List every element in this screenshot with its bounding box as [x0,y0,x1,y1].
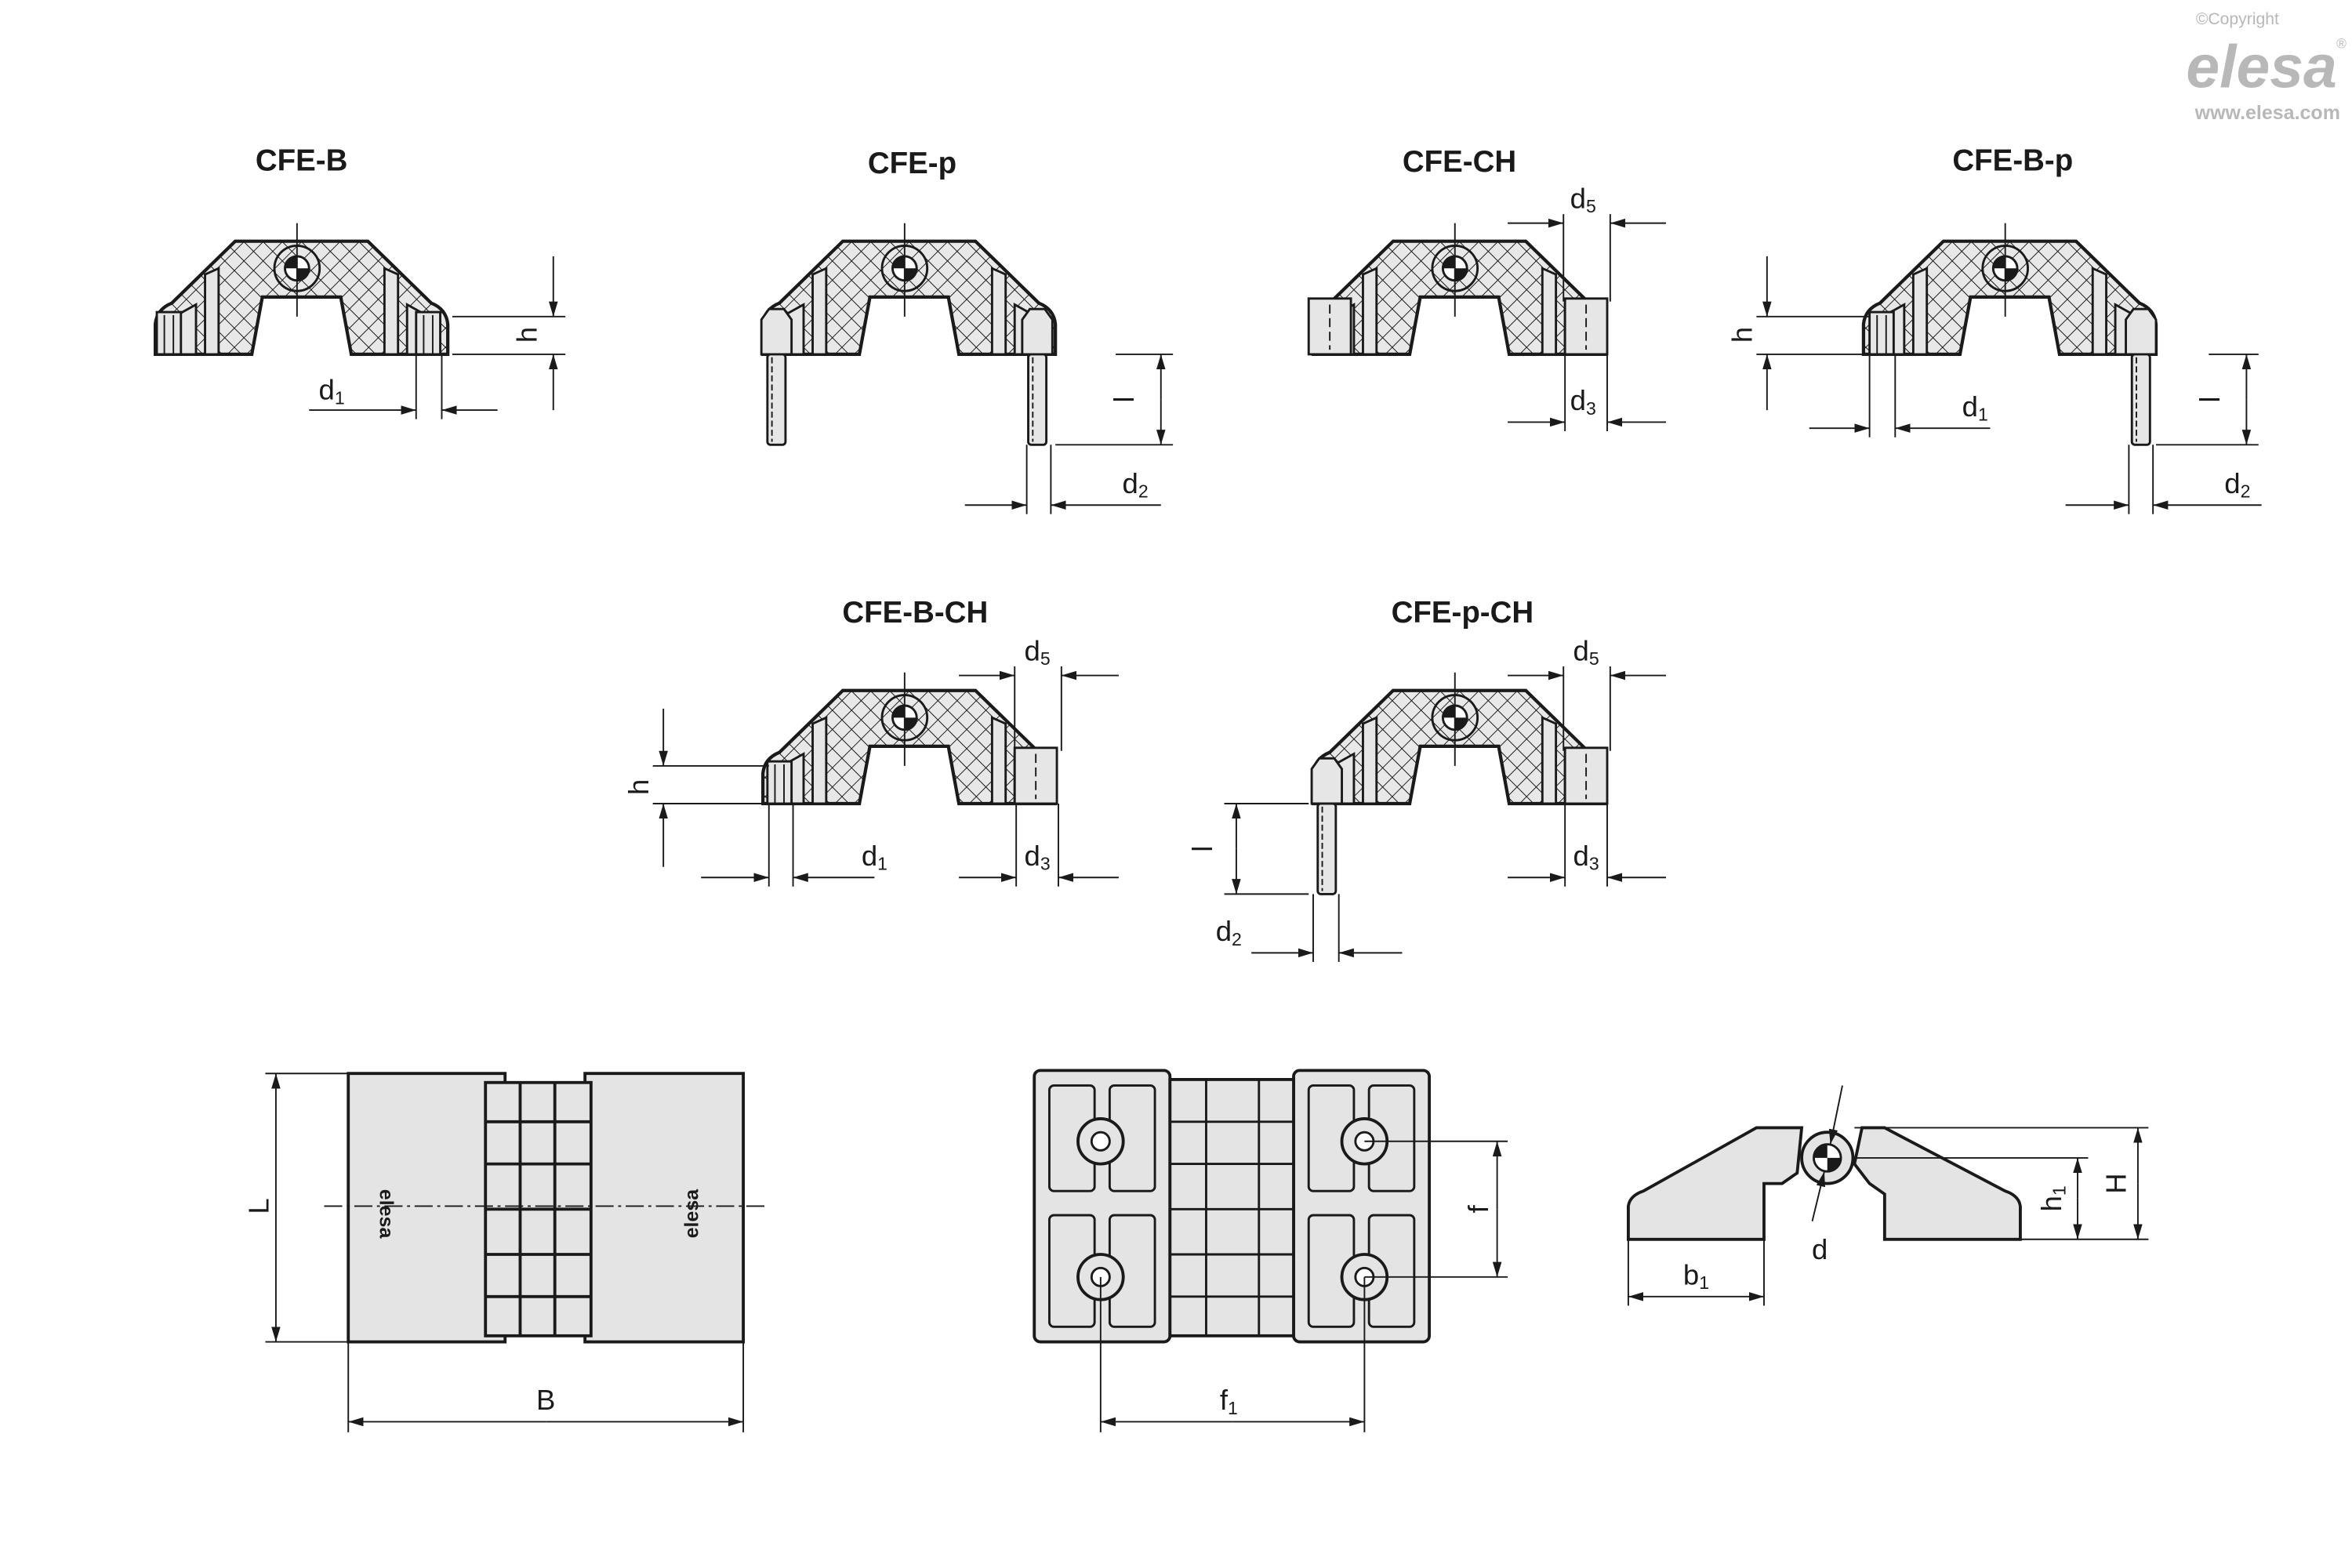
variant-cfe-ch: CFE-CH d5 d3 [1307,145,1666,431]
svg-text:B: B [536,1384,555,1416]
svg-text:d5: d5 [1025,634,1051,669]
svg-text:f1: f1 [1220,1384,1238,1418]
dimension-d1: d1 [701,804,887,887]
dimension-f: f [1364,1140,1508,1278]
variant-cfe-b-p: CFE-B-p h d1 l d2 [1726,143,2262,514]
svg-text:d5: d5 [1570,182,1596,216]
svg-text:d5: d5 [1573,634,1599,669]
dimension-d5: d5 [1508,634,1666,751]
dimension-f1: f1 [1099,1276,1366,1432]
variant-title: CFE-B-p [1952,143,2073,177]
website-url: www.elesa.com [2194,102,2340,124]
hinge-front-view: elesa elesa L B [242,1072,769,1432]
dimension-d5: d5 [1508,182,1666,302]
variant-title: CFE-p [868,147,956,180]
svg-text:h: h [622,779,655,795]
dimension-h: h [622,708,769,867]
copyright-text: ©Copyright [2196,10,2279,28]
dimension-B: B [347,1341,745,1432]
dimension-d1: d1 [309,354,498,419]
dimension-d2: d2 [964,445,1161,514]
variant-cfe-p-ch: CFE-p-CH l d2 d5 d3 [1186,596,1666,962]
elesa-watermark-logo: ©Copyright elesa ® www.elesa.com [2186,10,2347,124]
svg-text:d3: d3 [1573,840,1599,874]
svg-text:l: l [2194,397,2226,403]
variant-cfe-b-ch: CFE-B-CH h d1 d5 d3 [622,596,1119,887]
dimension-d3: d3 [1508,804,1666,887]
dimension-d2: d2 [1216,894,1403,962]
dimension-d3: d3 [959,804,1119,887]
elesa-marking: elesa [376,1189,397,1240]
brand-logo: elesa [2186,34,2336,101]
svg-text:d2: d2 [1216,915,1242,949]
dimension-d1: d1 [1809,354,1991,437]
dimension-h: h [1726,256,1870,411]
dimension-h1: h1 [1854,1156,2149,1240]
variant-title: CFE-B [256,143,347,177]
hinge-side-view: d h1 H b1 [1627,1085,2149,1306]
elesa-marking: elesa [681,1189,702,1239]
svg-text:d3: d3 [1570,384,1596,419]
dimension-d: d [1811,1085,1843,1265]
variant-title: CFE-p-CH [1392,596,1534,630]
hinge-rear-view: f f1 [1033,1069,1508,1432]
svg-text:d3: d3 [1025,840,1051,874]
svg-text:d2: d2 [2224,467,2250,502]
dimension-H: H [1854,1127,2149,1240]
dimension-d5: d5 [959,634,1119,751]
dimension-b1: b1 [1627,1239,1765,1306]
svg-text:l: l [1108,397,1140,403]
svg-text:h: h [1726,327,1759,343]
dimension-l: l [1055,353,1174,446]
svg-text:h1: h1 [2035,1185,2070,1211]
dim-label: h [511,327,543,343]
svg-text:b1: b1 [1683,1258,1709,1293]
dimension-h: h [452,256,566,411]
variant-title: CFE-B-CH [842,596,988,630]
variant-title: CFE-CH [1403,145,1516,179]
variant-cfe-b: CFE-B h d1 [155,143,566,419]
variant-cfe-p: CFE-p l d2 [760,147,1174,514]
svg-text:f: f [1462,1204,1494,1213]
dimension-d2: d2 [2065,445,2262,514]
dim-label: d1 [319,374,345,408]
svg-text:L: L [242,1198,274,1214]
svg-text:d1: d1 [1962,390,1988,425]
dimension-d3: d3 [1508,354,1666,431]
dimension-l: l [2156,353,2259,446]
svg-text:H: H [2100,1173,2132,1193]
dimension-l: l [1186,803,1309,895]
svg-text:l: l [1186,846,1218,852]
registered-mark: ® [2336,36,2347,52]
svg-text:d2: d2 [1123,467,1149,502]
dimension-L: L [242,1073,349,1343]
svg-text:d1: d1 [862,840,887,874]
svg-text:d: d [1812,1233,1828,1265]
